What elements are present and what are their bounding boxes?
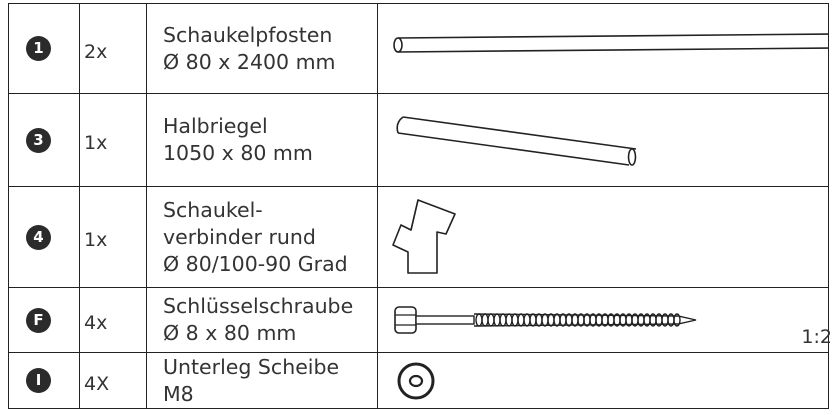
part-quantity: 4X [84,372,110,395]
part-quantity: 2x [84,40,108,63]
part-name: Schaukelpfosten Ø 80 x 2400 mm [146,3,378,94]
part-name: Unterleg Scheibe M8 [146,352,378,409]
washer-drawing-icon [397,362,435,399]
part-name: Schaukel- verbinder rund Ø 80/100-90 Gra… [146,186,378,288]
part-name: Schlüsselschraube Ø 8 x 80 mm [146,287,378,353]
half-beam-drawing-icon [396,115,637,166]
part-number-badge: 1 [26,36,51,61]
table-row: F 4x Schlüsselschraube Ø 8 x 80 mm 1:2 [8,287,832,353]
parts-table: 1 2x Schaukelpfosten Ø 80 x 2400 mm 3 1x… [8,3,832,409]
part-quantity: 4x [84,312,108,334]
table-row: 4 1x Schaukel- verbinder rund Ø 80/100-9… [8,186,829,288]
table-row: I 4X Unterleg Scheibe M8 [8,352,829,409]
lag-screw-drawing-icon [394,305,697,334]
table-row: 1 2x Schaukelpfosten Ø 80 x 2400 mm [8,3,829,94]
part-name: Halbriegel 1050 x 80 mm [146,93,378,187]
post-drawing-icon [393,32,828,53]
swing-connector-drawing-icon [392,198,456,274]
part-number-badge: 3 [26,127,51,153]
part-quantity: 1x [84,229,108,251]
table-row: 3 1x Halbriegel 1050 x 80 mm [8,93,829,187]
part-number-badge: F [26,307,51,333]
part-number-badge: I [26,368,51,393]
part-number-badge: 4 [26,224,51,250]
part-quantity: 1x [84,132,108,154]
scale-label: 1:2 [801,326,832,348]
